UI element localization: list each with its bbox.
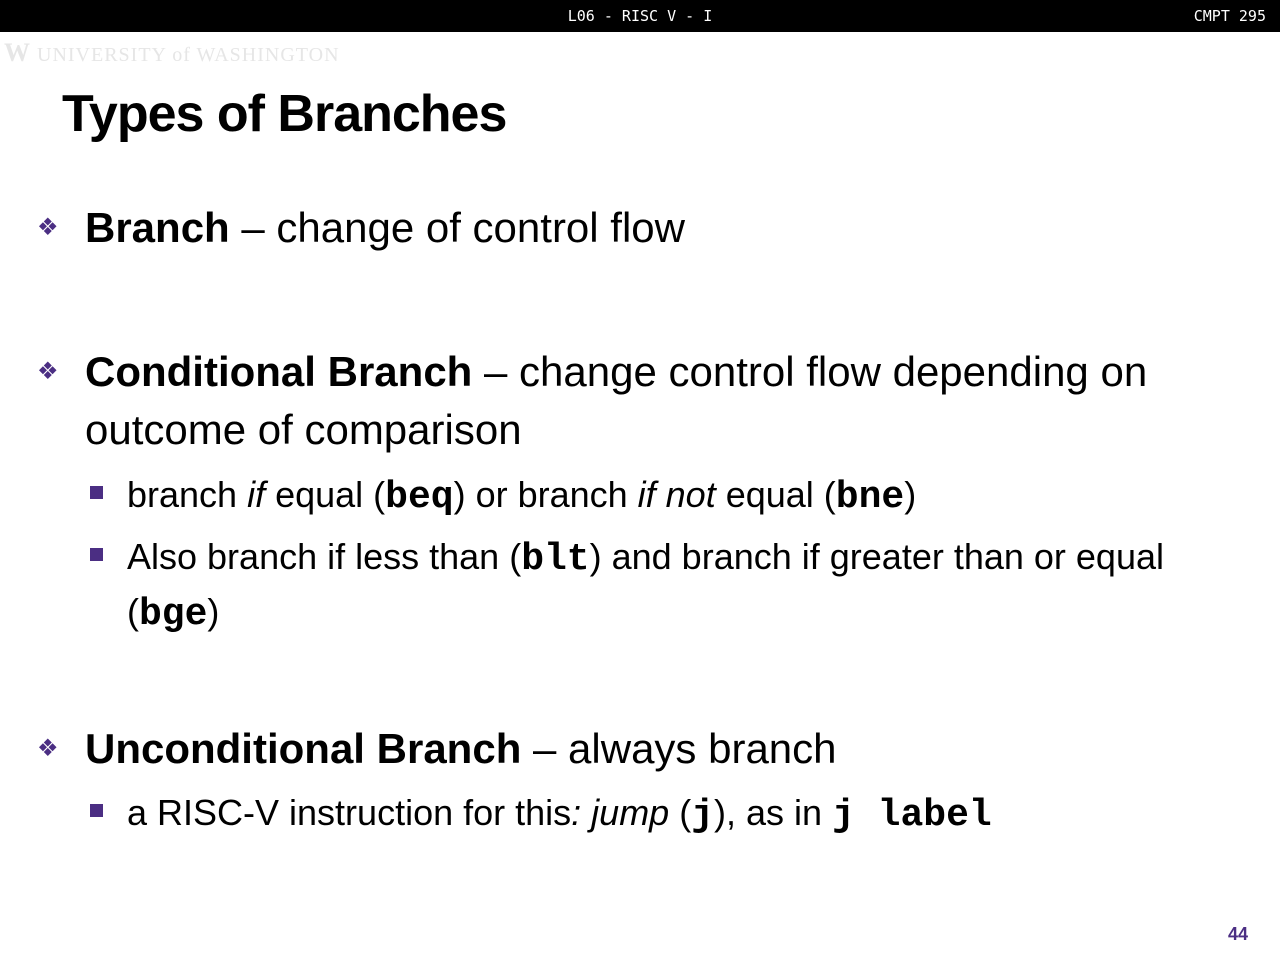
sub-bullet-blt-bge: Also branch if less than (blt) and branc… — [90, 531, 1167, 641]
page-number: 44 — [1227, 924, 1248, 944]
diamond-bullet-icon: ❖ — [37, 214, 59, 241]
diamond-bullet-icon: ❖ — [37, 358, 59, 385]
square-bullet-icon — [90, 804, 103, 817]
diamond-bullet-icon: ❖ — [37, 735, 59, 762]
bullet-unconditional-branch: ❖ Unconditional Branch – always branch — [37, 720, 1245, 778]
bullet-conditional-branch: ❖ Conditional Branch – change control fl… — [37, 343, 1245, 459]
sub-bullet-jump: a RISC-V instruction for this: jump (j),… — [90, 787, 1227, 842]
square-bullet-icon — [90, 548, 103, 561]
slide-title: Types of Branches — [62, 85, 507, 143]
sub-bullet-beq-bne: branch if equal (beq) or branch if not e… — [90, 469, 1227, 524]
course-code: CMPT 295 — [1193, 7, 1266, 25]
university-logo: W UNIVERSITY of WASHINGTON — [4, 38, 340, 67]
bullet-branch: ❖ Branch – change of control flow — [37, 199, 1245, 257]
square-bullet-icon — [90, 486, 103, 499]
lecture-title: L06 - RISC V - I — [567, 7, 713, 25]
slide-header-bar: L06 - RISC V - I CMPT 295 — [0, 0, 1280, 32]
